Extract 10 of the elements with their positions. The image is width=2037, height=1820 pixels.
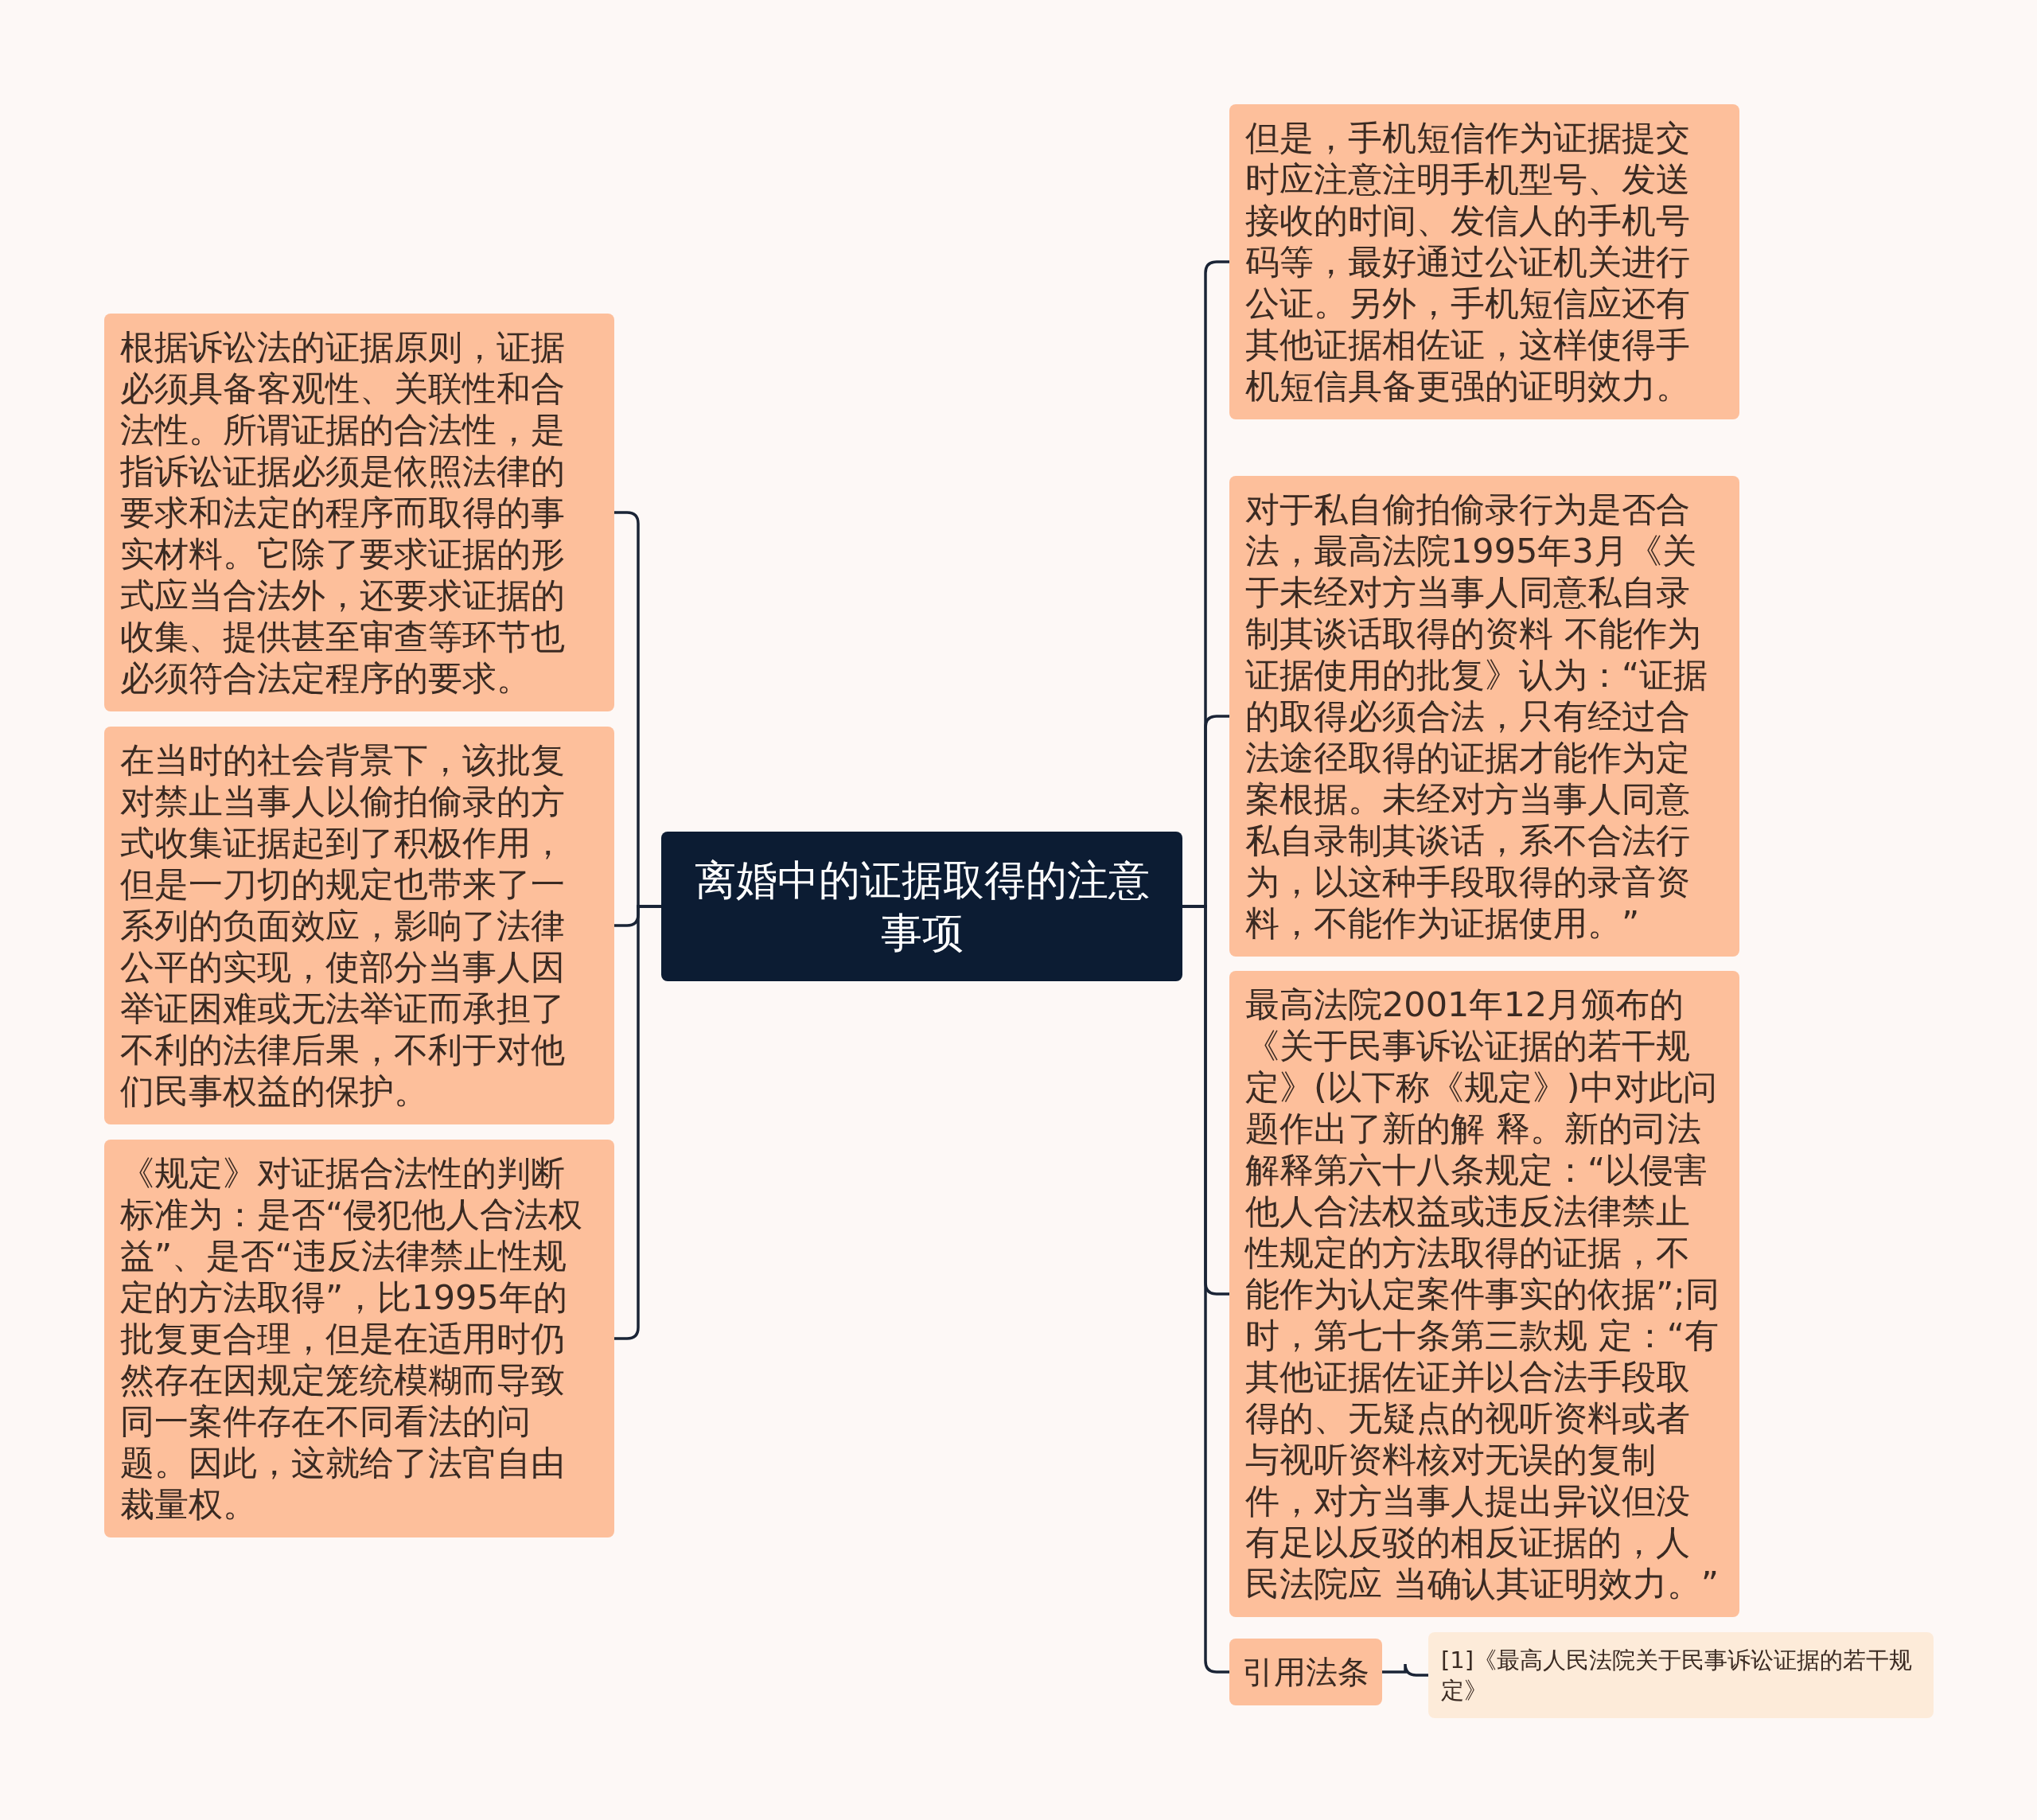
connector-line bbox=[1382, 1662, 1428, 1677]
text-box: 最高法院2001年12月颁布的《关于民事诉讼证据的若干规定》(以下称《规定》)中对此问题作出了新的解 释。新的司法解释第六十八条规定：“以侵害他人合法权益或违反法律禁止性规定的方法取得的证据，不能作为认定案件事实的依据”;同时，第七十条第三款规 定：“有其他证据佐证并以合法手段取得的、无疑点的视听资料或者与视听资料核对无误的复制件，对方当事人提出异议但没有足以反驳的相反证据的，人民法院应 当确认其证明效力。” bbox=[1229, 971, 1739, 1617]
text-box: 《规定》对证据合法性的判断标准为：是否“侵犯他人合法权益”、是否“违反法律禁止性规定的方法取得”，比1995年的批复更合理，但是在适用时仍然存在因规定笼统模糊而导致同一案件存在不同看法的问题。因此，这就给了法官自由裁量权。 bbox=[104, 1140, 614, 1537]
text-box: 对于私自偷拍偷录行为是否合法，最高法院1995年3月《关于未经对方当事人同意私自录制其谈话取得的资料 不能作为证据使用的批复》认为：“证据的取得必须合法，只有经过合法途径取得的证据才能作为定案根据。未经对方当事人同意私自录制其谈话，系不合法行为，以这种手段取得的录音资料，不能作为证据使用。” bbox=[1229, 476, 1739, 957]
text-box: 引用法条 bbox=[1229, 1639, 1382, 1705]
text-box: [1]《最高人民法院关于民事诉讼证据的若干规定》 bbox=[1428, 1632, 1934, 1718]
topic-box: 离婚中的证据取得的注意事项 bbox=[661, 832, 1182, 981]
text-box: 但是，手机短信作为证据提交时应注意注明手机型号、发送接收的时间、发信人的手机号码等，最好通过公证机关进行公证。另外，手机短信应还有其他证据相佐证，这样使得手机短信具备更强的证明效力。 bbox=[1229, 104, 1739, 419]
text-box: 根据诉讼法的证据原则，证据必须具备客观性、关联性和合法性。所谓证据的合法性，是指诉讼证据必须是依照法律的要求和法定的程序而取得的事实材料。它除了要求证据的形式应当合法外，还要求证据的收集、提供甚至审查等环节也必须符合法定程序的要求。 bbox=[104, 314, 614, 711]
text-box: 在当时的社会背景下，该批复对禁止当事人以偷拍偷录的方式收集证据起到了积极作用，但是一刀切的规定也带来了一系列的负面效应，影响了法律公平的实现，使部分当事人因举证困难或无法举证而承担了不利的法律后果，不利于对他们民事权益的保护。 bbox=[104, 727, 614, 1124]
